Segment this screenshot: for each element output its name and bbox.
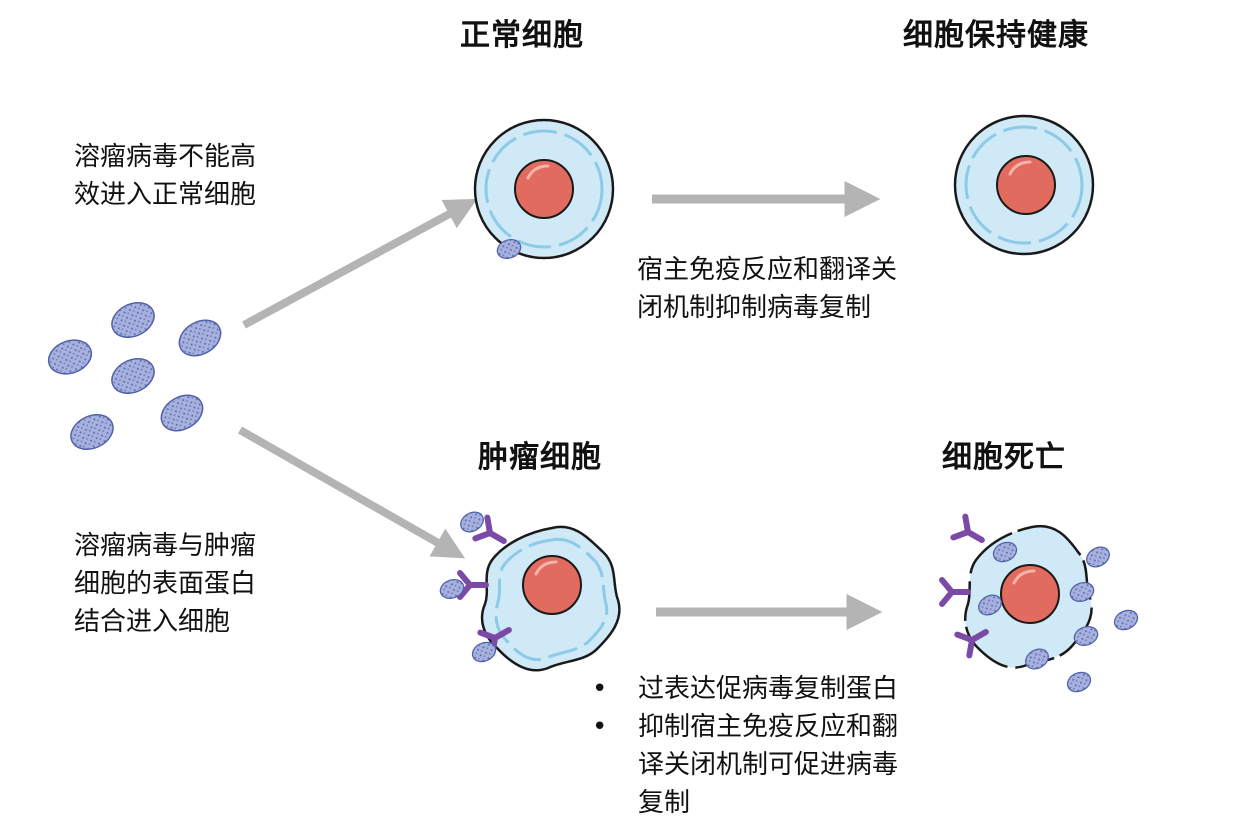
virus-particle	[64, 407, 120, 457]
label-normal-cell: 正常细胞	[460, 18, 584, 53]
dying-cell	[942, 517, 1142, 696]
text-line: 宿主免疫反应和翻译关	[637, 255, 898, 285]
healthy-cell	[953, 114, 1095, 256]
virus-particle	[1082, 542, 1114, 572]
virus-cluster	[43, 295, 228, 457]
text-line: 闭机制抑制病毒复制	[637, 293, 872, 323]
host-response-description: 宿主免疫反应和翻译关 闭机制抑制病毒复制	[637, 251, 897, 327]
surface-receptor	[942, 580, 968, 604]
virus-particle	[1063, 668, 1095, 696]
virus-particle	[105, 295, 161, 345]
mechanism-item: 过表达促病毒复制蛋白	[590, 670, 898, 708]
nucleus	[522, 555, 582, 615]
text-line: 溶瘤病毒不能高	[74, 142, 257, 172]
tumor-cell	[437, 507, 621, 672]
virus-particle	[105, 351, 161, 401]
text-line: 结合进入细胞	[74, 607, 231, 637]
label-cell-healthy: 细胞保持健康	[903, 18, 1089, 53]
text-line: 溶瘤病毒与肿瘤	[74, 531, 257, 561]
virus-particle	[43, 333, 97, 381]
tumor-entry-description: 溶瘤病毒与肿瘤 细胞的表面蛋白 结合进入细胞	[74, 527, 256, 641]
tumor-mechanism-list: 过表达促病毒复制蛋白 抑制宿主免疫反应和翻 译关闭机制可促进病毒 复制	[590, 670, 898, 822]
label-cell-death: 细胞死亡	[942, 440, 1066, 475]
virus-particle	[456, 507, 488, 537]
nucleus	[1000, 564, 1060, 624]
nucleus	[514, 159, 574, 219]
virus-particle	[172, 312, 228, 364]
text-line: 效进入正常细胞	[74, 180, 257, 210]
arrow-to-normal-cell	[242, 198, 478, 329]
nucleus	[996, 155, 1056, 215]
arrow-to-tumor-cell	[238, 426, 466, 559]
virus-particle	[154, 387, 210, 439]
surface-receptor	[953, 517, 988, 551]
virus-particle	[1110, 606, 1142, 634]
normal-cell	[473, 118, 615, 263]
normal-entry-description: 溶瘤病毒不能高 效进入正常细胞	[74, 138, 256, 214]
label-tumor-cell: 肿瘤细胞	[478, 440, 602, 475]
mechanism-item: 抑制宿主免疫反应和翻 译关闭机制可促进病毒 复制	[590, 708, 898, 822]
text-line: 细胞的表面蛋白	[74, 569, 257, 599]
